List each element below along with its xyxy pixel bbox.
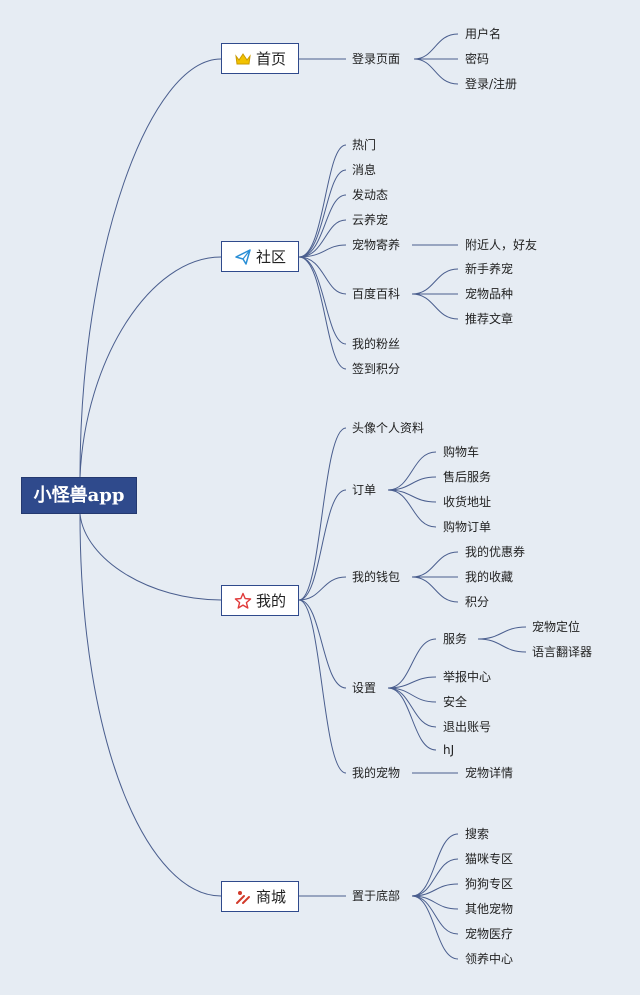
node-pet-details[interactable]: 宠物详情 <box>465 766 514 780</box>
node-cart[interactable]: 购物车 <box>443 445 480 459</box>
node-pet-boarding[interactable]: 宠物寄养 <box>352 238 401 252</box>
node-baidu-baike[interactable]: 百度百科 <box>352 287 401 301</box>
node-dog-zone[interactable]: 狗狗专区 <box>465 877 514 891</box>
branch-label: 首页 <box>255 50 286 68</box>
node-my-pets[interactable]: 我的宠物 <box>352 766 401 780</box>
node-password[interactable]: 密码 <box>465 52 490 66</box>
node-pet-breeds[interactable]: 宠物品种 <box>465 287 514 301</box>
node-cloud-pet[interactable]: 云养宠 <box>352 213 389 227</box>
node-cat-zone[interactable]: 猫咪专区 <box>465 852 514 866</box>
node-settings[interactable]: 设置 <box>352 681 377 695</box>
node-adoption-center[interactable]: 领养中心 <box>465 952 514 966</box>
branch-wode[interactable]: 我的 <box>221 585 299 616</box>
node-hj[interactable]: hJ <box>443 743 455 757</box>
node-services[interactable]: 服务 <box>443 632 468 646</box>
node-bottom-placement[interactable]: 置于底部 <box>352 889 401 903</box>
node-username[interactable]: 用户名 <box>465 27 502 41</box>
node-shipping-address[interactable]: 收货地址 <box>443 495 492 509</box>
branch-shangcheng[interactable]: 商城 <box>221 881 299 912</box>
node-hot[interactable]: 热门 <box>352 138 377 152</box>
node-after-sales[interactable]: 售后服务 <box>443 470 492 484</box>
node-newbie-pet[interactable]: 新手养宠 <box>465 262 514 276</box>
node-report-center[interactable]: 举报中心 <box>443 670 492 684</box>
node-other-pets[interactable]: 其他宠物 <box>465 902 514 916</box>
node-security[interactable]: 安全 <box>443 695 468 709</box>
branch-label: 商城 <box>255 888 286 906</box>
node-my-fans[interactable]: 我的粉丝 <box>352 337 401 351</box>
node-pet-location[interactable]: 宠物定位 <box>532 620 581 634</box>
branch-label: 社区 <box>255 248 286 266</box>
node-orders[interactable]: 订单 <box>352 483 377 497</box>
node-recommended-articles[interactable]: 推荐文章 <box>465 312 514 326</box>
node-favorites[interactable]: 我的收藏 <box>465 570 514 584</box>
node-wallet[interactable]: 我的钱包 <box>352 570 401 584</box>
node-login-register[interactable]: 登录/注册 <box>465 77 518 91</box>
node-purchase-orders[interactable]: 购物订单 <box>443 520 492 534</box>
node-language-translator[interactable]: 语言翻译器 <box>532 645 593 659</box>
node-search[interactable]: 搜索 <box>465 827 490 841</box>
crown-icon <box>235 52 251 64</box>
branch-shouye[interactable]: 首页 <box>221 43 299 74</box>
branch-shequ[interactable]: 社区 <box>221 241 299 272</box>
branch-label: 我的 <box>255 592 286 610</box>
node-logout[interactable]: 退出账号 <box>443 720 492 734</box>
paper-plane-icon <box>235 248 251 265</box>
node-checkin-points[interactable]: 签到积分 <box>352 362 401 376</box>
node-login-page[interactable]: 登录页面 <box>352 52 401 66</box>
node-messages[interactable]: 消息 <box>352 163 377 177</box>
root-node[interactable]: 小怪兽app <box>21 477 137 514</box>
node-avatar-profile[interactable]: 头像个人资料 <box>352 421 425 435</box>
node-post-update[interactable]: 发动态 <box>352 188 389 202</box>
star-icon <box>234 592 252 609</box>
node-coupons[interactable]: 我的优惠券 <box>465 545 526 559</box>
node-pet-medical[interactable]: 宠物医疗 <box>465 927 514 941</box>
node-points[interactable]: 积分 <box>465 595 490 609</box>
node-nearby-friends[interactable]: 附近人，好友 <box>465 238 538 252</box>
tools-icon <box>235 890 250 904</box>
